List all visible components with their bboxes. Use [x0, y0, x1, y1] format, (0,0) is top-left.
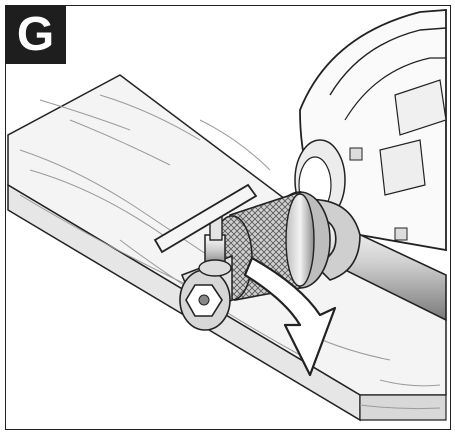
chuck-key	[153, 183, 258, 277]
drill-housing	[294, 9, 447, 252]
figure-label: G	[16, 7, 55, 61]
rotation-arrow	[243, 256, 337, 377]
figure-label-box: G	[5, 5, 66, 64]
